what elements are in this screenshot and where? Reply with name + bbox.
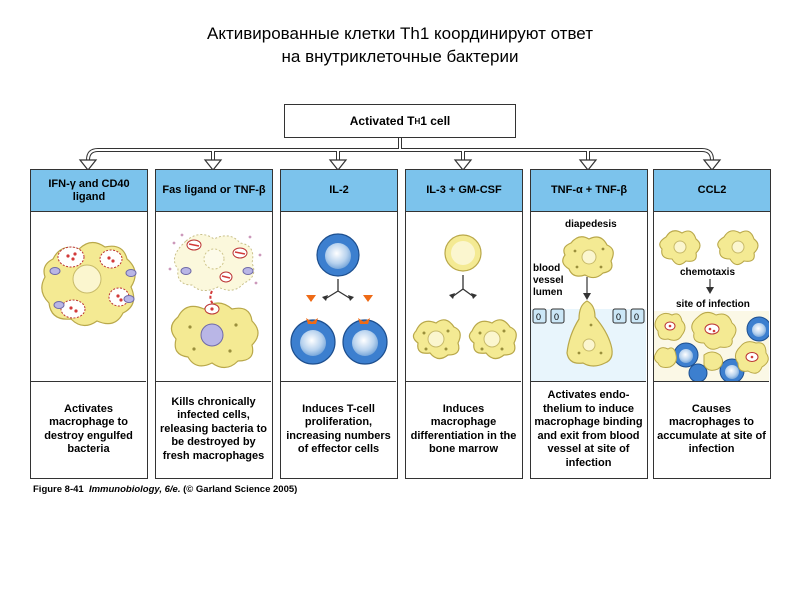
il-2-receptor-icon: [358, 318, 370, 324]
panel-header: Fas ligand or TNF-β: [156, 170, 272, 212]
root-label-pre: Activated T: [349, 114, 415, 128]
lumen-label: lumen: [533, 287, 562, 298]
panel-description: Kills chronically infected cells, releas…: [156, 381, 271, 477]
title-line-1: Активированные клетки Th1 координируют о…: [207, 24, 593, 43]
panel-description: Activates macrophage to destroy engulfed…: [31, 381, 146, 477]
nucleus-icon: [200, 323, 224, 347]
slide-title: Активированные клетки Th1 координируют о…: [0, 22, 800, 68]
panel-header: TNF-α + TNF-β: [531, 170, 647, 212]
panel-description: Causes macrophages to accumulate at site…: [654, 381, 769, 477]
panel-description: Induces T-cell proliferation, increasing…: [281, 381, 396, 477]
panel-il-3-gm-csf: IL-3 + GM-CSF Induces macrophage differe…: [405, 169, 523, 479]
caption-figure: Figure 8-41: [33, 484, 84, 495]
vessel-label: vessel: [533, 275, 564, 286]
phagosome-icon: [99, 249, 123, 269]
figure-caption: Figure 8-41 Immunobiology, 6/e. (© Garla…: [33, 484, 297, 495]
diapedesis-illustration: diapedesis blood vessel lumen 0 0 0 0: [531, 219, 646, 381]
title-line-2: на внутриклеточные бактерии: [281, 47, 519, 66]
caption-copyright: (© Garland Science 2005): [183, 484, 298, 495]
endothelial-cell-label: 0: [616, 312, 621, 322]
macrophage-differentiation-illustration: [412, 234, 517, 360]
chemotaxis-illustration: chemotaxis site of infection: [654, 230, 769, 381]
panel-description: Induces macrophage differentiation in th…: [406, 381, 521, 477]
infected-cell-killing-illustration: [168, 233, 262, 369]
endothelial-cell-label: 0: [554, 312, 559, 322]
panel-header: IL-2: [281, 170, 397, 212]
site-of-infection-label: site of infection: [676, 299, 750, 310]
panel-header: IFN-γ and CD40 ligand: [31, 170, 147, 212]
endothelial-cell-label: 0: [536, 312, 541, 322]
migrating-macrophage-icon: [566, 300, 613, 367]
root-label-sub: H: [414, 116, 421, 126]
blood-label: blood: [533, 263, 560, 274]
panel-fas-ligand: Fas ligand or TNF-β Kills chronically in…: [155, 169, 273, 479]
panel-ccl2: CCL2 chemotaxis site of infection Causes…: [653, 169, 771, 479]
il-2-receptor-icon: [306, 318, 318, 324]
t-cell-icon: [688, 363, 708, 381]
activated-macrophage-illustration: [41, 241, 137, 327]
macrophage-icon: [703, 351, 724, 371]
root-label-post: 1 cell: [420, 114, 451, 128]
panel-ifn-gamma: IFN-γ and CD40 ligand Activates macropha…: [30, 169, 148, 479]
t-cell-proliferation-illustration: [290, 233, 388, 365]
phagosome-icon: [57, 246, 85, 268]
panel-tnf-alpha-beta: TNF-α + TNF-β diapedesis blood vessel lu…: [530, 169, 648, 479]
panel-il-2: IL-2 Induces T-cell proliferation, incre…: [280, 169, 398, 479]
il-2-molecule-icon: [306, 295, 316, 302]
panel-description: Activates endo- thelium to induce macrop…: [531, 381, 646, 477]
nucleus-icon: [72, 264, 102, 294]
macrophage-icon: [654, 347, 677, 368]
diapedesis-label: diapedesis: [565, 219, 617, 230]
endothelial-cell-label: 0: [634, 312, 639, 322]
caption-book: Immunobiology, 6/e.: [88, 484, 181, 495]
il-2-molecule-icon: [363, 295, 373, 302]
panel-header: IL-3 + GM-CSF: [406, 170, 522, 212]
chemotaxis-label: chemotaxis: [680, 267, 735, 278]
panel-header: CCL2: [654, 170, 770, 212]
phagosome-icon: [60, 299, 86, 319]
